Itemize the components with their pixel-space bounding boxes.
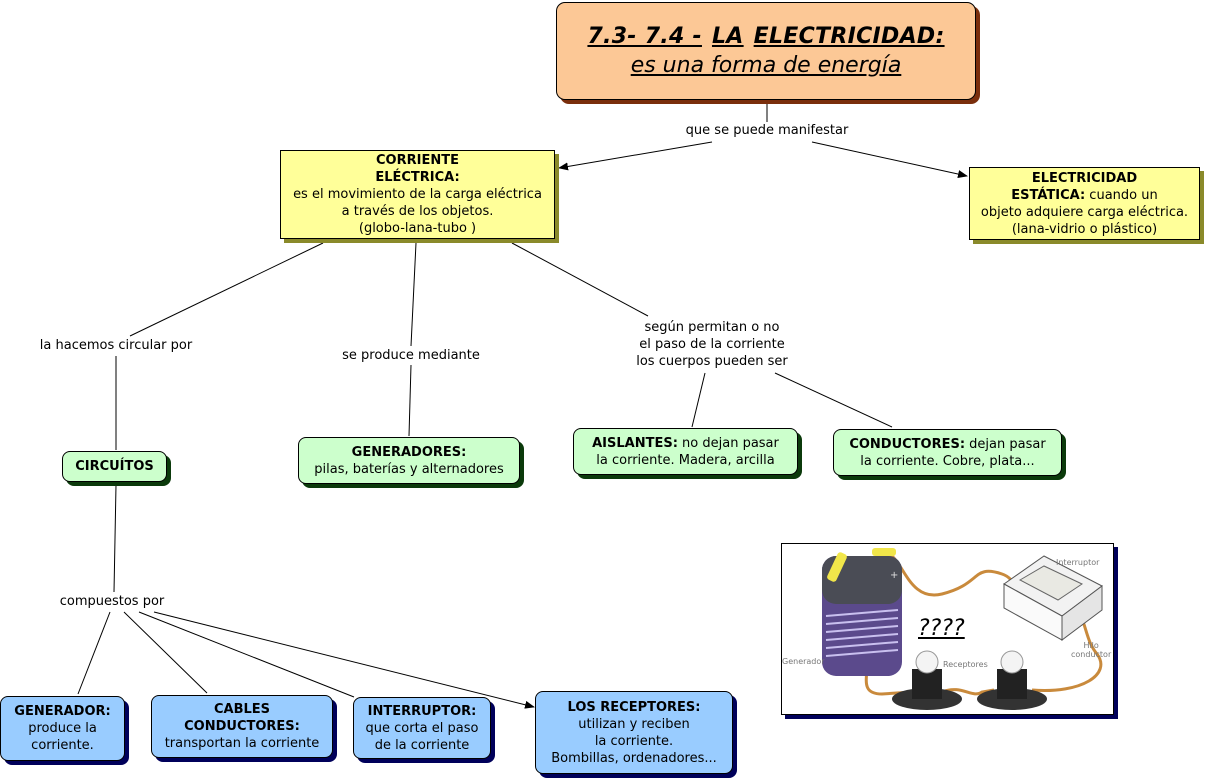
link-bodies-to-insulators <box>691 372 706 428</box>
concept-generators-heading: GENERADORES: <box>351 444 467 460</box>
link-composed-to-generator <box>77 611 111 695</box>
concept-switch-heading: INTERRUPTOR: <box>367 703 477 719</box>
concept-current-text: a través de los objetos. <box>341 204 494 219</box>
title-section-number: 7.3- 7.4 - <box>587 24 702 49</box>
bulb-icon <box>977 650 1047 710</box>
concept-conductors-line: CONDUCTORES: dejan pasar <box>849 436 1045 453</box>
concept-insulators-heading: AISLANTES: <box>592 435 678 451</box>
link-circuits-to-composed <box>113 484 117 593</box>
concept-receivers-text: utilizan y reciben <box>578 716 690 732</box>
concept-conductors[interactable]: CONDUCTORES: dejan pasar la corriente. C… <box>833 429 1062 476</box>
concept-current[interactable]: CORRIENTE ELÉCTRICA: es el movimiento de… <box>280 150 555 239</box>
concept-static-line: ESTÁTICA: cuando un <box>1011 187 1157 204</box>
link-label-bodies: según permitan o no el paso de la corrie… <box>636 319 788 370</box>
concept-conductors-text: dejan pasar <box>965 436 1046 452</box>
link-composed-to-switch <box>138 611 355 698</box>
svg-text:+: + <box>890 570 898 581</box>
circuit-drawing: + <box>822 548 1103 710</box>
concept-static-text: objeto adquiere carga eléctrica. <box>980 204 1189 220</box>
concept-switch[interactable]: INTERRUPTOR: que corta el paso de la cor… <box>353 697 491 759</box>
concept-receivers-heading: LOS RECEPTORES: <box>567 699 701 715</box>
concept-cables[interactable]: CABLES CONDUCTORES: transportan la corri… <box>151 695 333 758</box>
concept-receivers-text: la corriente. <box>594 733 674 749</box>
link-label-circulate: la hacemos circular por <box>39 337 193 354</box>
concept-static[interactable]: ELECTRICIDAD ESTÁTICA: cuando un objeto … <box>969 167 1200 240</box>
concept-insulators-text: no dejan pasar <box>677 435 779 451</box>
pic-label-wire-line: conductor <box>1071 650 1112 659</box>
concept-insulators-line: AISLANTES: no dejan pasar <box>592 435 779 452</box>
concept-generator-text: corriente. <box>31 738 94 753</box>
pic-label-wire-line: Hilo <box>1083 641 1099 650</box>
concept-static-text: (lana-vidrio o plástico) <box>1011 221 1158 237</box>
concept-generator-heading: GENERADOR: <box>14 704 111 719</box>
concept-generators[interactable]: GENERADORES: pilas, baterías y alternado… <box>298 437 520 484</box>
link-current-to-produce <box>410 242 417 347</box>
concept-conductors-text: la corriente. Cobre, plata... <box>860 453 1035 469</box>
concept-circuits-heading: CIRCUÍTOS <box>75 459 154 474</box>
concept-insulators[interactable]: AISLANTES: no dejan pasar la corriente. … <box>573 428 798 475</box>
concept-insulators-text: la corriente. Madera, arcilla <box>596 452 775 468</box>
link-label-bodies-line: el paso de la corriente <box>639 337 785 352</box>
concept-current-heading: CORRIENTE <box>376 153 459 168</box>
link-label-bodies-line: los cuerpos pueden ser <box>636 354 788 369</box>
switch-icon <box>1003 555 1103 641</box>
concept-switch-text: de la corriente <box>374 737 470 753</box>
battery-icon: + <box>822 548 902 676</box>
concept-receivers[interactable]: LOS RECEPTORES: utilizan y reciben la co… <box>535 691 733 774</box>
concept-static-heading: ELECTRICIDAD <box>1031 170 1138 186</box>
concept-cables-heading: CABLES <box>213 702 271 717</box>
unknown-question-marks: ???? <box>918 616 965 641</box>
concept-current-text: es el movimiento de la carga eléctrica <box>293 187 542 202</box>
title-heading: 7.3- 7.4 - LA ELECTRICIDAD: <box>587 22 944 52</box>
concept-generator[interactable]: GENERADOR: produce la corriente. <box>0 696 125 761</box>
concept-current-text: (globo-lana-tubo ) <box>358 221 477 236</box>
link-bodies-to-conductors <box>774 372 893 428</box>
link-composed-to-cables <box>123 611 208 694</box>
link-label-bodies-line: según permitan o no <box>644 320 780 335</box>
wire-bulb-to-switch <box>1031 613 1103 693</box>
concept-receivers-text: Bombillas, ordenadores... <box>551 750 717 766</box>
link-label-manifest: que se puede manifestar <box>685 122 849 139</box>
link-current-to-bodies <box>511 242 649 317</box>
pic-label-switch: Interruptor <box>1056 558 1100 567</box>
link-label-produce: se produce mediante <box>342 347 480 364</box>
link-current-to-circulate <box>129 242 324 337</box>
pic-label-wire: Hilo conductor <box>1071 641 1111 659</box>
pic-label-receivers: Receptores <box>943 660 988 669</box>
concept-conductors-heading: CONDUCTORES: <box>849 436 966 452</box>
arrow-to-static <box>811 141 968 178</box>
concept-generator-text: produce la <box>28 721 97 736</box>
concept-static-text: cuando un <box>1085 187 1158 203</box>
concept-circuits[interactable]: CIRCUÍTOS <box>62 451 167 482</box>
concept-cables-heading: CONDUCTORES: <box>184 719 300 734</box>
title-concept[interactable]: 7.3- 7.4 - LA ELECTRICIDAD: es una forma d… <box>556 2 976 100</box>
title-article: LA <box>711 24 744 49</box>
bulb-icon <box>892 650 962 710</box>
concept-generators-text: pilas, baterías y alternadores <box>314 461 504 477</box>
concept-current-heading: ELÉCTRICA: <box>375 170 460 185</box>
circuit-illustration: + ???? Generador Interruptor Receptores … <box>781 543 1114 715</box>
concept-static-heading: ESTÁTICA: <box>1011 187 1086 203</box>
concept-switch-text: que corta el paso <box>365 720 479 736</box>
arrow-to-receivers <box>153 611 535 709</box>
concept-cables-text: transportan la corriente <box>164 736 320 751</box>
arrow-to-current <box>558 141 713 171</box>
title-topic: ELECTRICIDAD: <box>753 24 945 49</box>
link-label-composed: compuestos por <box>59 593 165 610</box>
title-subheading: es una forma de energía <box>630 53 902 78</box>
pic-label-generator: Generador <box>782 657 825 666</box>
link-produce-to-generators <box>408 364 412 437</box>
